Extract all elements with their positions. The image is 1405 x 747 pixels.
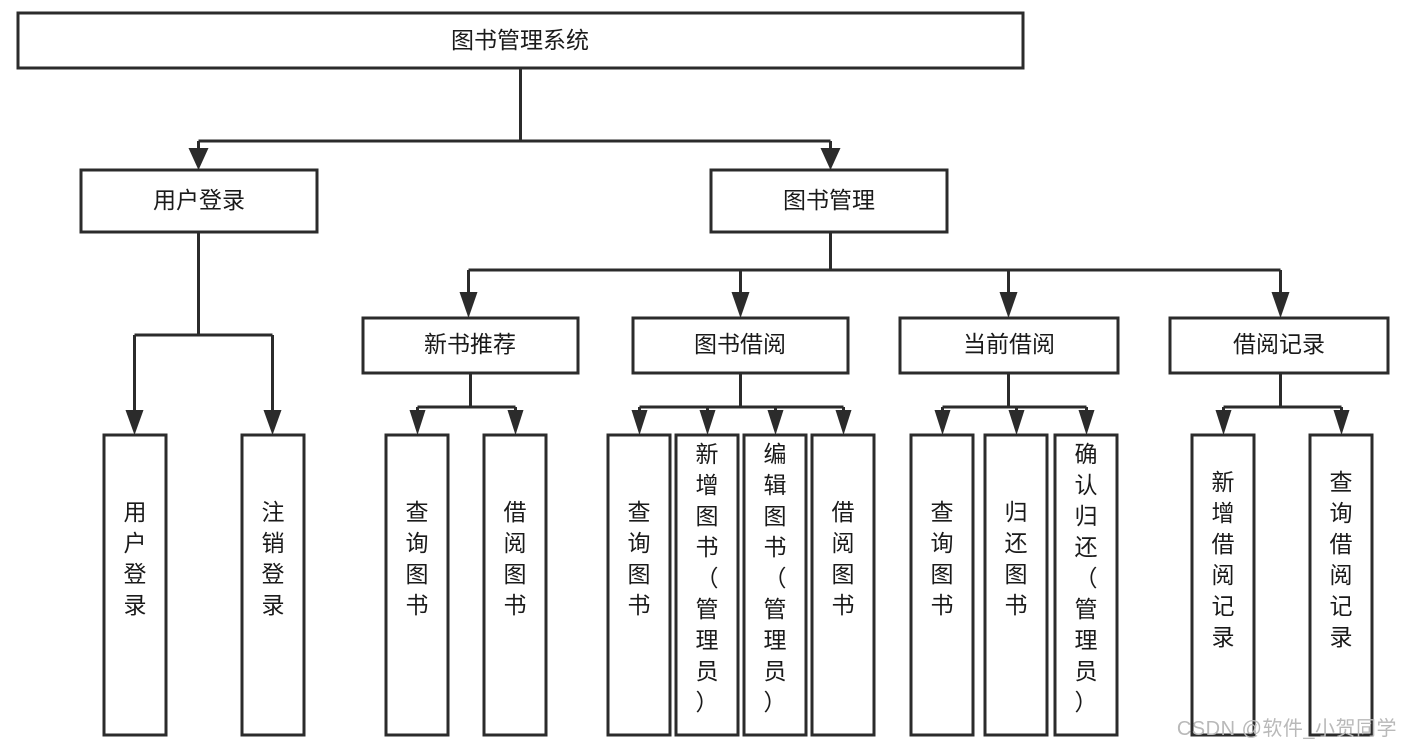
node-leaf-add-borrow-record-label: 新增借阅记录 [1212,469,1235,650]
node-leaf-user-login-box[interactable] [102,433,168,737]
node-leaf-logout-login[interactable]: 注销登录 [240,433,306,737]
node-book-borrow[interactable]: 图书借阅 [631,316,850,375]
arrow-head-borrow-record [1271,292,1290,318]
node-leaf-query-book-3-box[interactable] [909,433,975,737]
node-leaf-borrow-book-1-label: 借阅图书 [504,499,527,618]
node-book-management-label: 图书管理 [783,187,875,213]
node-leaf-logout-login-label: 注销登录 [262,499,285,618]
node-leaf-confirm-return-admin[interactable]: 确认归还（管理员） [1053,433,1119,737]
node-leaf-add-book-admin[interactable]: 新增图书（管理员） [674,433,740,737]
arrow-head-leaf-logout-login [263,410,282,435]
node-new-book-recommend-label: 新书推荐 [424,331,516,357]
node-leaf-logout-login-box[interactable] [240,433,306,737]
node-book-borrow-box[interactable] [631,316,850,375]
arrow-head-leaf-return-book [1008,410,1025,435]
connector-group-user-login-to-leaves [125,232,282,435]
node-book-management-box[interactable] [709,168,949,234]
node-leaf-query-book-2-box[interactable] [606,433,672,737]
node-leaf-edit-book-admin-label: 编辑图书（管理员） [764,441,787,715]
node-leaf-add-book-admin-box[interactable] [674,433,740,737]
arrow-head-book-borrow [731,292,750,318]
arrow-head-current-borrow [999,292,1018,318]
connector-group-book-management-to-level3 [459,232,1290,318]
arrow-head-leaf-query-book-3 [934,410,951,435]
node-leaf-query-book-1[interactable]: 查询图书 [384,433,450,737]
node-leaf-edit-book-admin-box[interactable] [742,433,808,737]
node-leaf-add-book-admin-label: 新增图书（管理员） [696,441,719,715]
node-user-login-box[interactable] [79,168,319,234]
node-book-borrow-label: 图书借阅 [694,331,786,357]
node-new-book-recommend-box[interactable] [361,316,580,375]
node-current-borrow-label: 当前借阅 [963,331,1055,357]
arrow-head-leaf-borrow-book-1 [507,410,524,435]
connector-group-root-to-level2 [188,68,841,170]
node-leaf-return-book-box[interactable] [983,433,1049,737]
node-leaf-query-book-1-box[interactable] [384,433,450,737]
node-leaf-borrow-book-1[interactable]: 借阅图书 [482,433,548,737]
arrow-head-leaf-query-book-1 [409,410,426,435]
node-leaf-edit-book-admin[interactable]: 编辑图书（管理员） [742,433,808,737]
arrow-head-to-book-management [820,148,841,170]
node-user-login[interactable]: 用户登录 [79,168,319,234]
arrow-head-leaf-query-borrow-record [1333,410,1350,435]
node-leaf-user-login[interactable]: 用户登录 [102,433,168,737]
node-root-label: 图书管理系统 [451,27,589,53]
node-new-book-recommend[interactable]: 新书推荐 [361,316,580,375]
node-leaf-borrow-book-2-box[interactable] [810,433,876,737]
node-leaf-add-borrow-record-box[interactable] [1190,433,1256,737]
node-root-box[interactable] [16,11,1025,70]
arrow-head-leaf-confirm-return-admin [1078,410,1095,435]
connector-group-borrow-record-to-leaves [1215,373,1350,435]
node-leaf-user-login-label: 用户登录 [124,499,147,618]
node-leaf-return-book[interactable]: 归还图书 [983,433,1049,737]
node-borrow-record-box[interactable] [1168,316,1390,375]
node-book-management[interactable]: 图书管理 [709,168,949,234]
connector-group-book-borrow-to-leaves [631,373,852,435]
arrow-head-leaf-user-login [125,410,144,435]
arrow-head-to-user-login [188,148,209,170]
node-leaf-query-book-2[interactable]: 查询图书 [606,433,672,737]
node-current-borrow-box[interactable] [898,316,1120,375]
node-borrow-record[interactable]: 借阅记录 [1168,316,1390,375]
node-current-borrow[interactable]: 当前借阅 [898,316,1120,375]
node-leaf-query-book-1-label: 查询图书 [406,499,429,618]
node-leaf-borrow-book-2-label: 借阅图书 [832,499,855,618]
arrow-head-leaf-add-borrow-record [1215,410,1232,435]
arrow-head-new-book-recommend [459,292,478,318]
node-leaf-query-book-2-label: 查询图书 [628,499,651,618]
node-leaf-query-borrow-record-box[interactable] [1308,433,1374,737]
connector-group-new-book-recommend-to-leaves [409,373,524,435]
node-borrow-record-label: 借阅记录 [1233,331,1325,357]
node-leaf-confirm-return-admin-label: 确认归还（管理员） [1075,441,1098,715]
node-leaf-query-borrow-record-label: 查询借阅记录 [1330,469,1353,650]
connector-group-current-borrow-to-leaves [934,373,1095,435]
arrow-head-leaf-edit-book-admin [767,410,784,435]
arrow-head-leaf-query-book-2 [631,410,648,435]
node-user-login-label: 用户登录 [153,187,245,213]
node-leaf-add-borrow-record[interactable]: 新增借阅记录 [1190,433,1256,737]
node-leaf-return-book-label: 归还图书 [1005,499,1028,618]
node-leaf-query-borrow-record[interactable]: 查询借阅记录 [1308,433,1374,737]
node-leaf-query-book-3[interactable]: 查询图书 [909,433,975,737]
node-leaf-borrow-book-2[interactable]: 借阅图书 [810,433,876,737]
node-leaf-confirm-return-admin-box[interactable] [1053,433,1119,737]
node-leaf-query-book-3-label: 查询图书 [931,499,954,618]
node-leaf-borrow-book-1-box[interactable] [482,433,548,737]
node-root[interactable]: 图书管理系统 [16,11,1025,70]
arrow-head-leaf-borrow-book-2 [835,410,852,435]
arrow-head-leaf-add-book-admin [699,410,716,435]
